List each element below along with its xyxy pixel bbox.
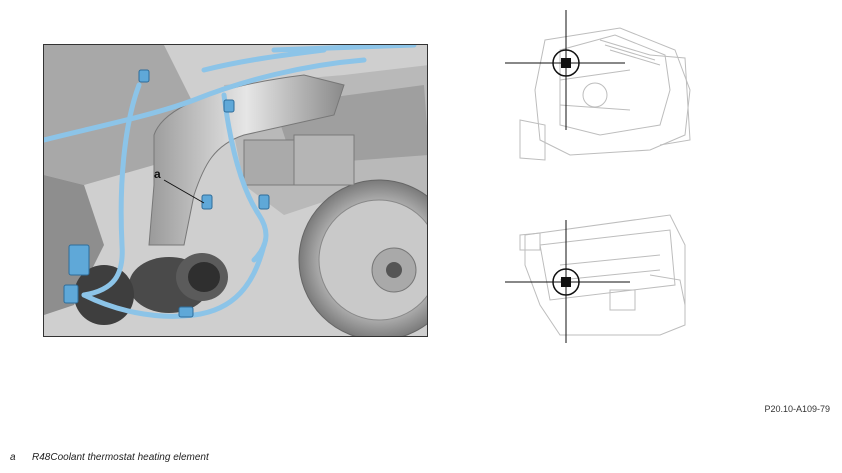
locator-engine-top-view <box>500 10 700 175</box>
engine-top-view-drawing <box>505 10 691 161</box>
callout-a: a <box>154 167 161 181</box>
legend-key: a <box>10 452 16 463</box>
engine-photo-illustration: a <box>43 44 428 337</box>
engine-illustration <box>44 45 427 336</box>
legend-text: R48Coolant thermostat heating element <box>32 452 209 463</box>
figure-reference-code: P20.10-A109-79 <box>764 404 830 414</box>
legend-row: a R48Coolant thermostat heating element <box>10 452 209 463</box>
locator-engine-side-view <box>500 205 700 345</box>
engine-side-view-drawing <box>505 214 686 343</box>
